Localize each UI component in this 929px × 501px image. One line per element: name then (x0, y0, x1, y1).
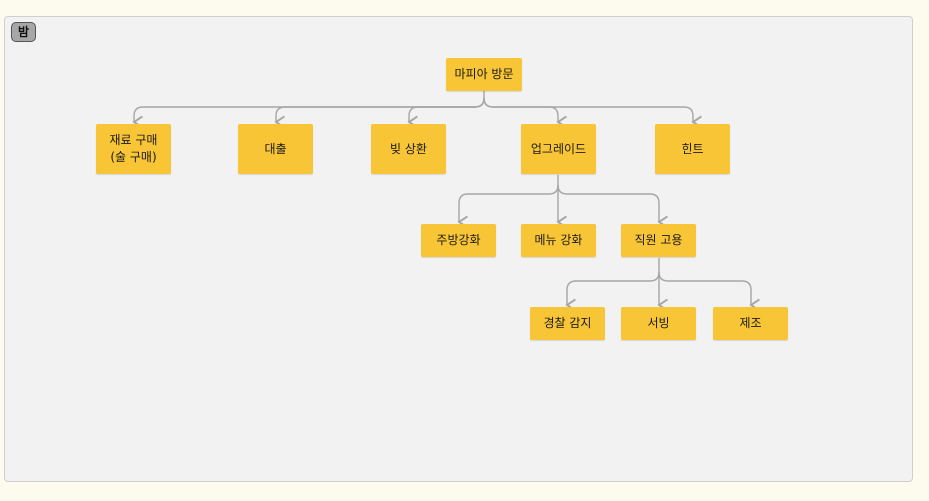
node-serving: 서빙 (621, 307, 696, 340)
edge-upgrade-hire (557, 184, 659, 222)
node-kitchen-upgrade: 주방강화 (421, 224, 496, 257)
node-ingredient-purchase: 재료 구매 (술 구매) (96, 124, 171, 174)
edge-hire-craft (658, 271, 751, 305)
node-crafting: 제조 (713, 307, 788, 340)
edge-upgrade-kitchen (459, 175, 559, 222)
edge-root-debt (409, 97, 485, 122)
node-mafia-visit: 마피아 방문 (446, 58, 522, 91)
page-footer-strip (0, 488, 929, 501)
node-upgrade: 업그레이드 (521, 124, 596, 174)
node-loan: 대출 (238, 124, 313, 174)
edge-root-upgrade (483, 97, 558, 122)
node-hint: 힌트 (655, 124, 730, 174)
node-menu-upgrade: 메뉴 강화 (521, 224, 596, 257)
edge-hire-police (567, 258, 660, 305)
node-staff-hire: 직원 고용 (621, 224, 696, 257)
node-police-detection: 경찰 감지 (530, 307, 605, 340)
edge-root-loan (276, 97, 485, 122)
night-label: 밤 (11, 22, 37, 42)
node-debt-repayment: 빚 상환 (371, 124, 446, 174)
edge-root-hint (483, 97, 693, 122)
